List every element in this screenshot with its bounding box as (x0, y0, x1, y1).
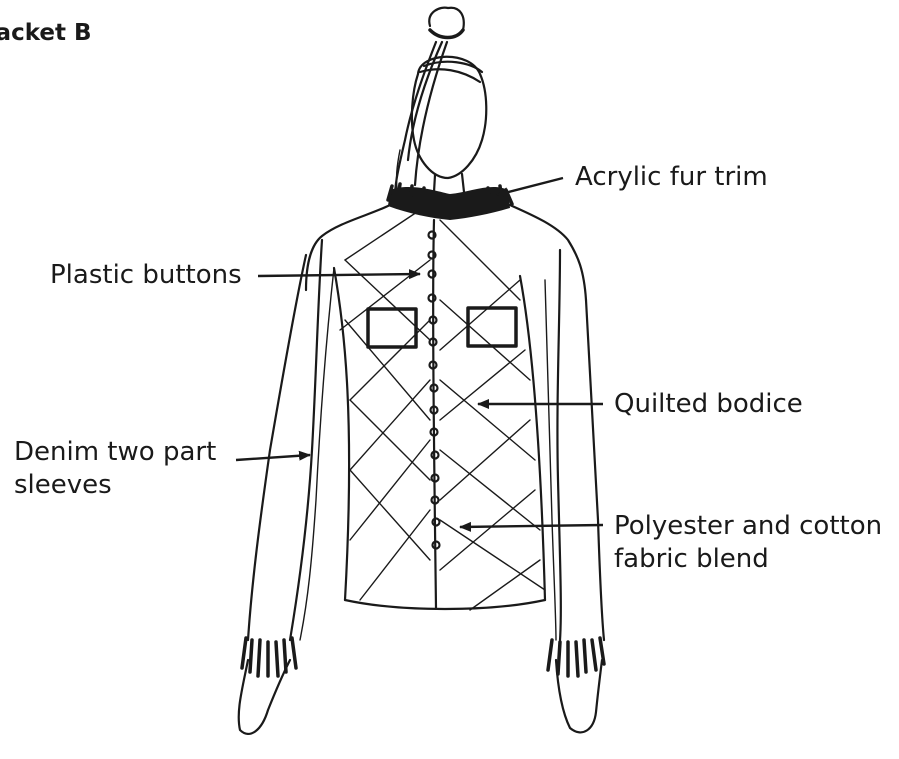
label-fur-trim: Acrylic fur trim (575, 161, 768, 194)
label-fabric-line1: Polyester and cotton (614, 510, 882, 543)
label-bodice: Quilted bodice (614, 388, 803, 421)
jacket-body (306, 205, 586, 609)
right-sleeve (545, 250, 604, 732)
label-fabric: Polyester and cotton fabric blend (614, 510, 882, 576)
label-sleeves: Denim two part sleeves (14, 436, 216, 502)
quilting (340, 210, 545, 610)
label-buttons-text: Plastic buttons (50, 259, 242, 292)
pockets (368, 308, 516, 347)
leader-lines (236, 178, 603, 527)
label-buttons: Plastic buttons (50, 259, 242, 292)
arrowhead-icon (497, 178, 563, 195)
left-sleeve (239, 240, 334, 734)
label-fur-trim-text: Acrylic fur trim (575, 161, 768, 194)
label-fabric-line2: fabric blend (614, 543, 882, 576)
fur-collar (388, 184, 512, 220)
label-sleeves-line1: Denim two part (14, 436, 216, 469)
label-bodice-text: Quilted bodice (614, 388, 803, 421)
label-sleeves-line2: sleeves (14, 469, 216, 502)
